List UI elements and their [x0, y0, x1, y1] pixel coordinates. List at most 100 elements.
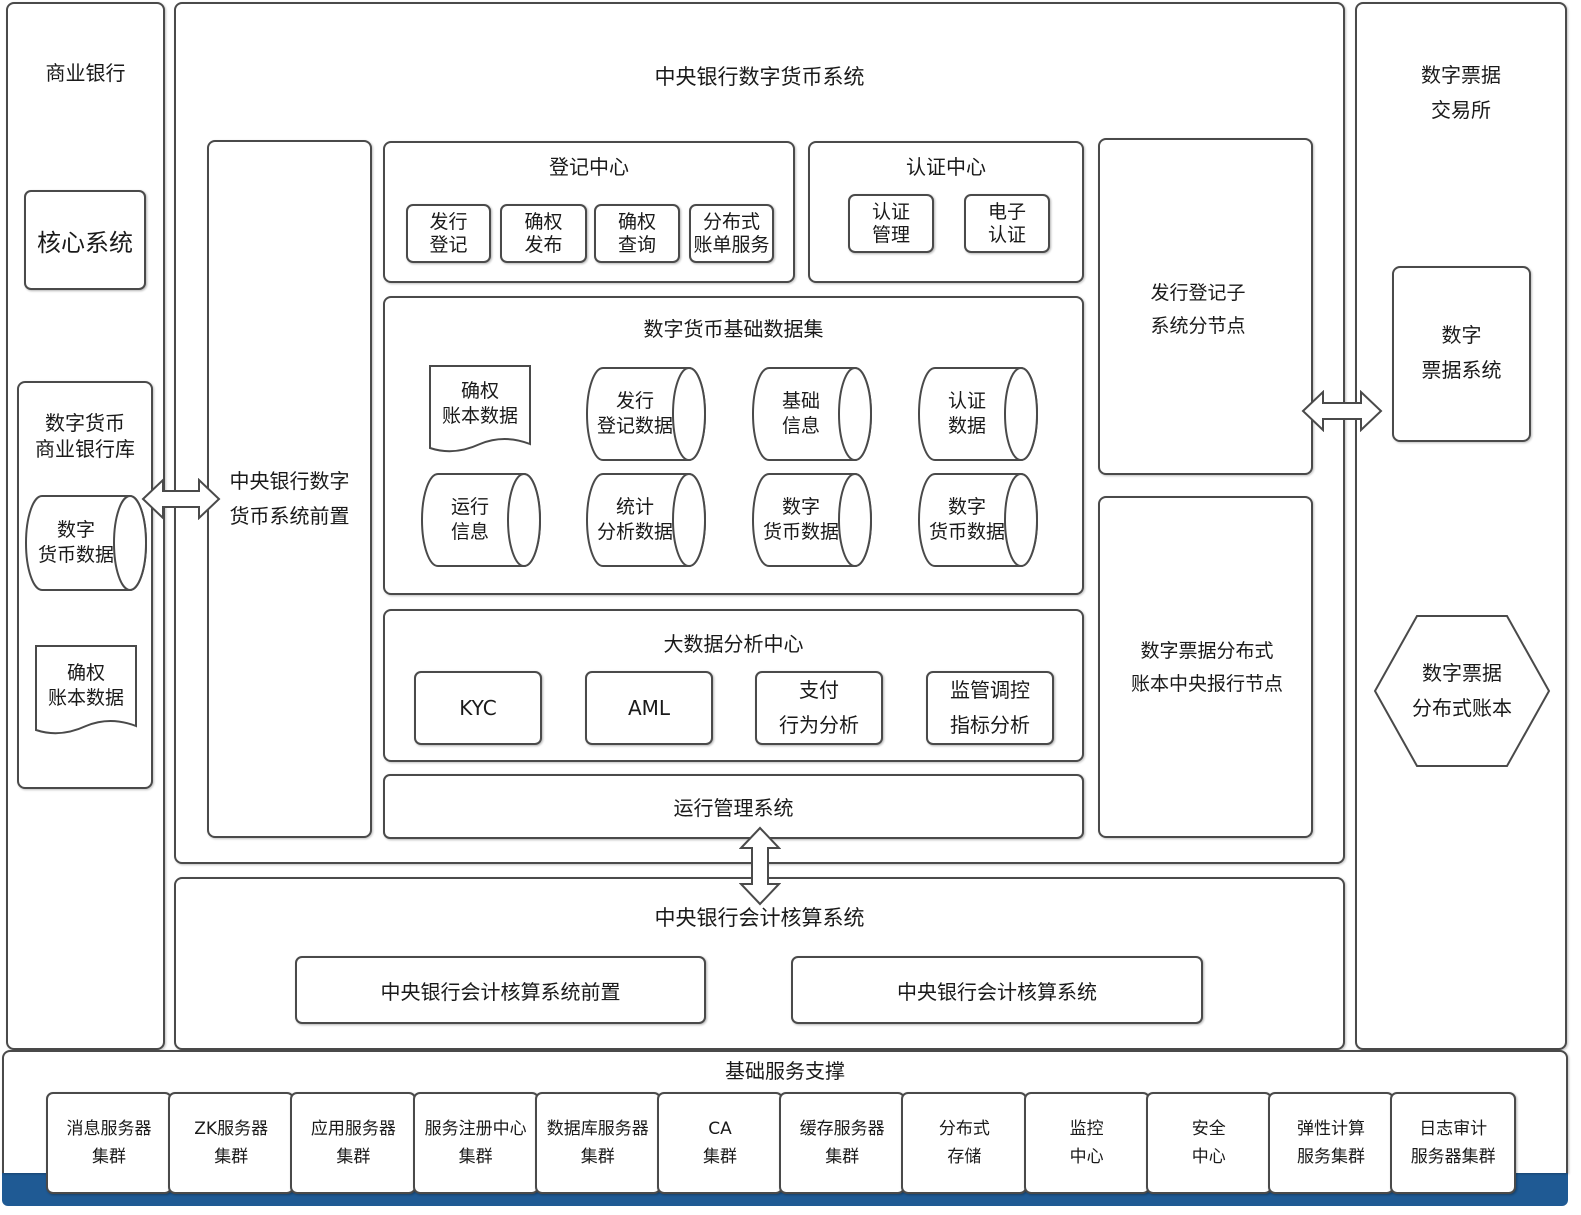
message-server-cluster-box[interactable]: 消息服务器集群: [46, 1092, 172, 1194]
aml-button[interactable]: AML: [585, 671, 713, 745]
service-label-line: 集群: [825, 1147, 860, 1167]
auth-data-cylinder[interactable]: 认证 数据: [917, 366, 1039, 462]
zk-server-cluster-box[interactable]: ZK服务器集群: [168, 1092, 295, 1194]
distributed-storage-box[interactable]: 分布式存储: [901, 1092, 1028, 1194]
accounting-title: 中央银行会计核算系统: [654, 906, 865, 930]
electronic-auth-button[interactable]: 电子 认证: [964, 194, 1050, 253]
commercial-currency-line1: 数字: [56, 519, 95, 542]
commercial-ledger-line1: 确权: [66, 662, 105, 685]
issue-register-subnode-label: 发行登记子 系统分节点: [1098, 277, 1298, 344]
commercial-currency-data-cylinder[interactable]: 数字 货币数据: [24, 494, 148, 592]
hex-line1: 数字票据: [1422, 661, 1502, 685]
reg-rights-query-button[interactable]: 确权 查询: [594, 204, 680, 263]
accounting-system-label: 中央银行会计核算系统: [897, 979, 1097, 1004]
commercial-ledger-line2: 账本数据: [47, 687, 124, 709]
currency-data-cylinder-1[interactable]: 数字 货币数据: [751, 472, 873, 568]
dc-system-front-label: 中央银行数字 货币系统前置: [207, 464, 372, 534]
database-server-cluster-box[interactable]: 数据库服务器集群: [534, 1092, 661, 1194]
dataset-ledger-line2: 账本数据: [441, 405, 518, 427]
service-label-line: 数据库服务器: [546, 1118, 649, 1139]
auth-item-line: 认证: [987, 223, 1026, 246]
service-label-line: 集群: [214, 1147, 249, 1167]
rights-ledger-doc[interactable]: 确权 账本数据: [428, 364, 532, 458]
auth-management-button[interactable]: 认证 管理: [848, 194, 934, 253]
ops-management-system-box[interactable]: 运行管理系统: [383, 774, 1084, 839]
service-label-line: 弹性计算: [1297, 1118, 1365, 1139]
service-label-line: 缓存服务器: [799, 1118, 885, 1139]
reg-issue-register-button[interactable]: 发行 登记: [406, 204, 491, 263]
service-label-line: 应用服务器: [310, 1118, 396, 1139]
payment-behavior-button[interactable]: 支付 行为分析: [755, 671, 883, 745]
service-label-line: 集群: [580, 1147, 615, 1167]
cylinder-line: 货币数据: [762, 521, 839, 543]
cylinder-line: 信息: [450, 521, 489, 543]
run-info-cylinder[interactable]: 运行 信息: [420, 472, 542, 568]
accounting-front-box[interactable]: 中央银行会计核算系统前置: [295, 956, 706, 1024]
service-registry-cluster-box[interactable]: 服务注册中心集群: [412, 1092, 539, 1194]
commercial-rights-ledger-doc[interactable]: 确权 账本数据: [34, 644, 138, 740]
registration-center-title: 登记中心: [549, 155, 629, 179]
cache-server-cluster-box[interactable]: 缓存服务器集群: [779, 1092, 906, 1194]
issue-register-subnode-panel[interactable]: [1098, 138, 1313, 475]
service-label-line: 集群: [703, 1147, 737, 1167]
cylinder-line: 数据: [947, 415, 986, 437]
service-label-line: 中心: [1069, 1147, 1104, 1167]
front-line2: 货币系统前置: [229, 504, 350, 528]
kyc-label: KYC: [459, 696, 497, 720]
front-bidirectional-arrow: [141, 478, 221, 520]
bill-distributed-ledger-hexagon[interactable]: 数字票据 分布式账本: [1373, 614, 1551, 768]
base-dataset-title: 数字货币基础数据集: [643, 317, 824, 341]
ledger-central-bank-node-panel[interactable]: [1098, 496, 1313, 838]
cylinder-line: 分析数据: [596, 521, 673, 543]
elastic-compute-cluster-box[interactable]: 弹性计算服务集群: [1268, 1092, 1394, 1194]
library-title-line2: 商业银行库: [35, 437, 135, 461]
dataset-ledger-line1: 确权: [460, 380, 499, 403]
service-label-line: 集群: [458, 1147, 493, 1167]
cylinder-line: 数字: [947, 496, 986, 519]
service-label-line: 集群: [336, 1147, 371, 1167]
auth-item-line: 认证: [871, 200, 910, 223]
exchange-bidirectional-arrow: [1301, 390, 1383, 432]
service-label-line: 集群: [92, 1147, 126, 1167]
commercial-bank-library-title: 数字货币 商业银行库: [17, 410, 153, 462]
service-label-line: 存储: [947, 1147, 982, 1167]
ops-system-label: 运行管理系统: [673, 796, 794, 820]
cylinder-line: 信息: [781, 415, 820, 437]
kyc-button[interactable]: KYC: [414, 671, 542, 745]
currency-data-cylinder-2[interactable]: 数字 货币数据: [917, 472, 1039, 568]
regulation-index-button[interactable]: 监管调控 指标分析: [926, 671, 1054, 745]
reg-item-line: 查询: [617, 233, 656, 256]
reg-item-line: 发行: [429, 210, 468, 233]
log-audit-cluster-box[interactable]: 日志审计服务器集群: [1390, 1092, 1517, 1194]
monitoring-center-box[interactable]: 监控中心: [1023, 1092, 1150, 1194]
digital-bill-system-box[interactable]: [1392, 266, 1531, 442]
cylinder-line: 认证: [947, 390, 986, 413]
service-label-line: 分布式: [938, 1118, 990, 1139]
app-server-cluster-box[interactable]: 应用服务器集群: [290, 1092, 417, 1194]
accounting-system-box[interactable]: 中央银行会计核算系统: [791, 956, 1203, 1024]
bill-exchange-panel: [1355, 2, 1567, 1050]
reg-rights-publish-button[interactable]: 确权 发布: [500, 204, 587, 263]
central-system-title: 中央银行数字货币系统: [654, 65, 865, 89]
bill-exchange-title: 数字票据 交易所: [1355, 58, 1567, 128]
stat-analysis-data-cylinder[interactable]: 统计 分析数据: [585, 472, 707, 568]
auth-item-line: 管理: [871, 223, 910, 246]
commercial-currency-line2: 货币数据: [37, 544, 114, 566]
bill-system-line1: 数字: [1441, 323, 1482, 347]
reg-distributed-bill-button[interactable]: 分布式 账单服务: [689, 204, 774, 263]
issue-register-data-cylinder[interactable]: 发行 登记数据: [585, 366, 707, 462]
base-info-cylinder[interactable]: 基础 信息: [751, 366, 873, 462]
security-center-box[interactable]: 安全中心: [1145, 1092, 1272, 1194]
subnode-line1: 发行登记子: [1150, 282, 1246, 304]
auth-center-title: 认证中心: [906, 155, 986, 179]
bill-system-line2: 票据系统: [1421, 358, 1502, 382]
reg-item-line: 发布: [524, 233, 563, 256]
library-title-line1: 数字货币: [45, 411, 125, 435]
hex-line2: 分布式账本: [1412, 696, 1512, 720]
service-label-line: 服务注册中心: [424, 1118, 527, 1139]
cylinder-line: 发行: [615, 390, 654, 413]
cylinder-line: 统计: [615, 496, 654, 519]
accounting-front-label: 中央银行会计核算系统前置: [380, 979, 621, 1004]
core-system-box[interactable]: 核心系统: [24, 190, 146, 290]
